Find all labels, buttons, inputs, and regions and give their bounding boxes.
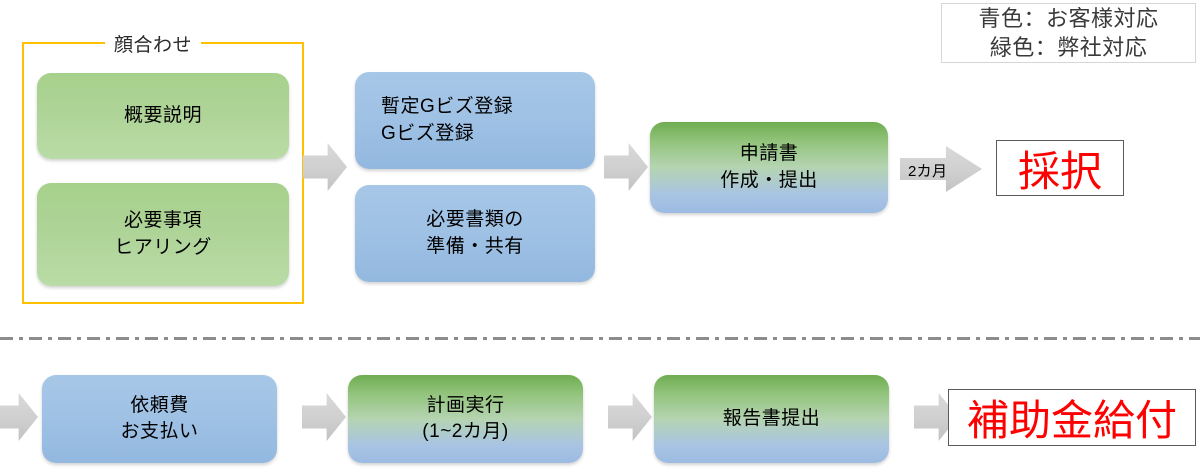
process-box-label: 申請書 作成・提出 <box>720 143 818 191</box>
process-box-label: 計画実行 (1~2カ月) <box>422 394 509 442</box>
result-box-saitaku: 採択 <box>996 140 1124 196</box>
process-box-label: 報告書提出 <box>722 407 821 429</box>
process-box-hitsuyou-shorui[interactable]: 必要書類の 準備・共有 <box>355 185 595 282</box>
flow-arrow-6 <box>608 393 652 441</box>
legend-line-company: 緑色：弊社対応 <box>989 35 1148 60</box>
group-label-kaoawase: 顔合わせ <box>105 30 202 57</box>
process-box-keikaku-jikkou[interactable]: 計画実行 (1~2カ月) <box>348 375 583 463</box>
process-box-iraihi-oshiharai[interactable]: 依頼費 お支払い <box>42 375 277 463</box>
result-label: 補助金給付 <box>966 397 1177 444</box>
result-label: 採択 <box>1017 147 1102 195</box>
process-box-gaiyou-setsumei[interactable]: 概要説明 <box>37 73 289 159</box>
section-divider <box>0 337 1200 340</box>
process-box-houkokusho-teishutsu[interactable]: 報告書提出 <box>654 375 889 463</box>
process-box-gbiz-touroku[interactable]: 暫定Gビズ登録 Gビズ登録 <box>355 72 595 169</box>
process-box-hitsuyou-jikou-hearing[interactable]: 必要事項 ヒアリング <box>37 183 289 286</box>
legend-line-customer: 青色：お客様対応 <box>978 5 1159 31</box>
process-box-label: 依頼費 お支払い <box>120 394 199 442</box>
arrow-duration-label: 2カ月 <box>908 163 948 180</box>
flow-arrow-5 <box>302 393 346 441</box>
process-box-label: 必要書類の 準備・共有 <box>426 209 524 257</box>
flow-arrow-2 <box>604 143 648 191</box>
result-box-hojokin-kyufu: 補助金給付 <box>948 389 1196 446</box>
flow-arrow-4 <box>0 393 38 441</box>
legend-box: 青色：お客様対応 緑色：弊社対応 <box>941 3 1196 63</box>
flow-arrow-1 <box>303 143 347 191</box>
process-box-label: 暫定Gビズ登録 Gビズ登録 <box>381 96 514 144</box>
process-box-label: 概要説明 <box>123 104 202 126</box>
process-box-shinseisho-sakusei[interactable]: 申請書 作成・提出 <box>650 122 888 213</box>
process-box-label: 必要事項 ヒアリング <box>114 210 212 258</box>
